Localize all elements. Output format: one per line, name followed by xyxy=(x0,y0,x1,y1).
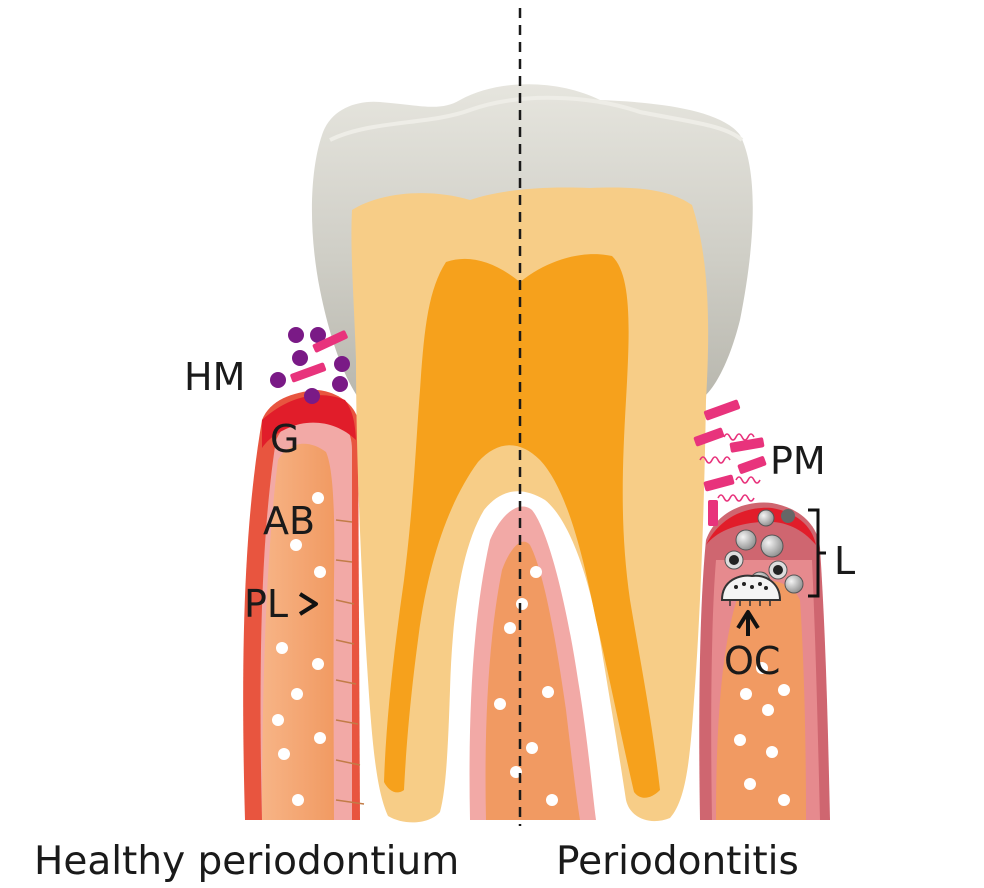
label-l: L xyxy=(834,539,855,583)
healthy-microbes xyxy=(270,327,350,404)
label-g: G xyxy=(270,417,299,461)
tooth xyxy=(312,84,753,822)
label-oc: OC xyxy=(724,639,780,683)
caption-periodontitis: Periodontitis xyxy=(556,839,799,884)
label-pl: PL xyxy=(244,582,288,626)
label-ab: AB xyxy=(263,499,315,543)
label-pm: PM xyxy=(770,439,826,483)
caption-healthy: Healthy periodontium xyxy=(34,839,459,884)
label-hm: HM xyxy=(184,355,245,399)
